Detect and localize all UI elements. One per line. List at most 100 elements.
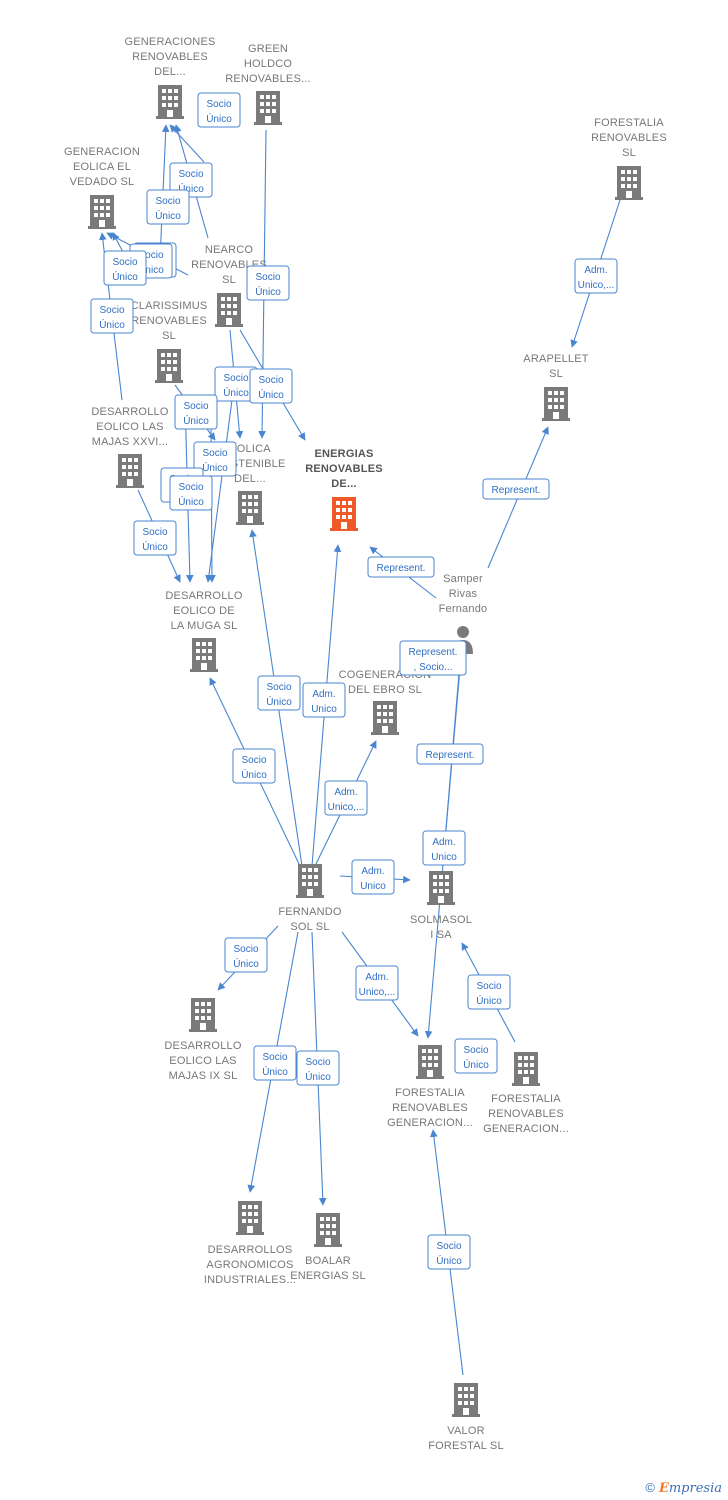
building-icon xyxy=(330,497,358,531)
building-icon xyxy=(215,293,243,327)
building-icon xyxy=(190,638,218,672)
building-icon xyxy=(189,998,217,1032)
building-icon xyxy=(427,871,455,905)
building-icon xyxy=(296,864,324,898)
building-icon xyxy=(116,454,144,488)
relationship-badge[interactable]: Represent., Socio... xyxy=(399,640,467,676)
badge-label: Adm.Unico xyxy=(431,837,457,863)
badge-label: Adm.Unico xyxy=(360,866,386,892)
building-icon xyxy=(88,195,116,229)
relationship-badge[interactable]: Adm.Unico xyxy=(351,859,395,895)
badge-label: Represent. xyxy=(426,750,475,761)
relationship-badge[interactable]: Represent. xyxy=(367,556,435,578)
relationship-badge[interactable]: Adm.Unico,... xyxy=(574,258,618,294)
relationship-badge[interactable]: Adm.Unico,... xyxy=(324,780,368,816)
badge-label: Represent. xyxy=(377,563,426,574)
badge-label: Adm.Unico,... xyxy=(328,787,365,813)
copyright-mark: © xyxy=(645,1480,655,1495)
relationship-badge[interactable]: Adm.Unico xyxy=(422,830,466,866)
relationship-badge[interactable]: Adm.Unico,... xyxy=(355,965,399,1001)
brand-name: mpresia xyxy=(668,1481,722,1496)
building-icon xyxy=(156,85,184,119)
building-icon xyxy=(371,701,399,735)
relationship-badge[interactable]: Represent. xyxy=(482,478,550,500)
building-icon xyxy=(254,91,282,125)
relationship-edge xyxy=(169,124,205,163)
badge-label: Represent. xyxy=(492,485,541,496)
building-icon xyxy=(236,1201,264,1235)
building-icon xyxy=(512,1052,540,1086)
building-icon xyxy=(155,349,183,383)
relationship-badge[interactable]: Adm.Unico xyxy=(302,682,346,718)
badge-label: Adm.Unico,... xyxy=(359,972,396,998)
relationship-badge[interactable]: Represent. xyxy=(416,743,484,765)
